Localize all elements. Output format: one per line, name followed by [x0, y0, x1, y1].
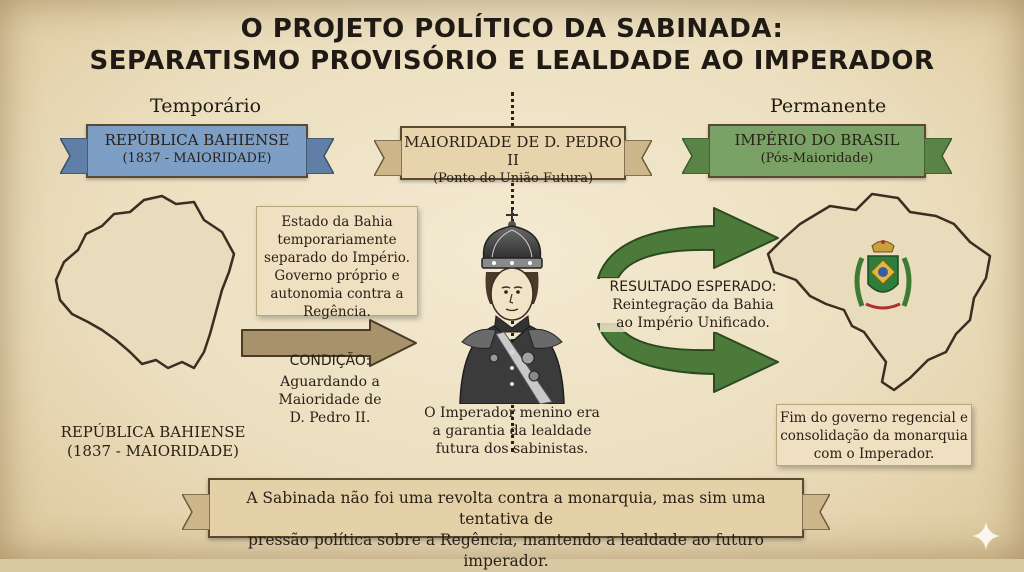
imperial-coat-of-arms-icon — [854, 240, 912, 310]
banner-subtitle: (Ponto de União Futura) — [432, 171, 594, 186]
ribbon-tail-left — [60, 138, 88, 174]
banner-republica-bahiense: REPÚBLICA BAHIENSE (1837 - MAIORIDADE) — [60, 124, 334, 178]
ribbon-tail-right — [802, 494, 830, 530]
result-line: ao Império Unificado. — [616, 315, 770, 331]
caption-line-2: (1837 - MAIORIDADE) — [67, 442, 239, 460]
left-map-caption: REPÚBLICA BAHIENSE (1837 - MAIORIDADE) — [48, 423, 258, 461]
bahia-note-line: Governo próprio e — [274, 268, 400, 284]
bottom-line-1: A Sabinada não foi uma revolta contra a … — [246, 489, 766, 528]
ribbon-tail-right — [306, 138, 334, 174]
arrow-right-icon — [241, 319, 417, 367]
condition-line: Maioridade de — [278, 392, 382, 408]
emperor-caption-line: O Imperador menino era — [424, 405, 600, 421]
end-note-line: consolidação da monarquia — [780, 428, 968, 444]
ribbon-tail-left — [374, 140, 402, 176]
label-temporary: Temporário — [150, 95, 262, 117]
result-block: RESULTADO ESPERADO: Reintegração da Bahi… — [600, 278, 786, 332]
bahia-map-icon — [54, 194, 236, 370]
ribbon-tail-left — [182, 494, 210, 530]
emperor-portrait-icon — [459, 210, 565, 404]
end-note-line: Fim do governo regencial e — [779, 410, 969, 426]
emperor-caption-line: a garantia da lealdade — [432, 423, 592, 439]
banner-subtitle: (1837 - MAIORIDADE) — [122, 151, 272, 166]
bahia-note-line: autonomia contra a — [270, 286, 404, 302]
condition-block: CONDIÇÃO: Aguardando a Maioridade de D. … — [262, 352, 398, 427]
emperor-caption-line: futura dos sabinistas. — [435, 441, 589, 457]
title-line-2: SEPARATISMO PROVISÓRIO E LEALDADE AO IMP… — [89, 46, 935, 76]
bahia-note-box: Estado da Bahia temporariamente separado… — [256, 206, 418, 320]
banner-title: IMPÉRIO DO BRASIL — [734, 131, 900, 149]
banner-title: MAIORIDADE DE D. PEDRO II — [404, 133, 622, 169]
bottom-conclusion-banner: A Sabinada não foi uma revolta contra a … — [182, 478, 830, 570]
condition-line: Aguardando a — [280, 374, 380, 390]
condition-line: D. Pedro II. — [289, 410, 371, 426]
condition-heading: CONDIÇÃO: — [289, 353, 371, 369]
bottom-line-2: pressão política sobre a Regência, mante… — [248, 531, 764, 570]
bahia-note-line: temporariamente — [277, 232, 397, 248]
end-note-box: Fim do governo regencial e consolidação … — [776, 404, 972, 466]
title-line-1: O PROJETO POLÍTICO DA SABINADA: — [240, 14, 784, 44]
banner-maioridade: MAIORIDADE DE D. PEDRO II (Ponto de Uniã… — [374, 126, 652, 186]
bahia-note-line: Regência. — [303, 304, 371, 320]
result-heading: RESULTADO ESPERADO: — [609, 279, 777, 295]
caption-line-1: REPÚBLICA BAHIENSE — [60, 423, 246, 441]
emperor-caption: O Imperador menino era a garantia da lea… — [414, 404, 610, 458]
curved-arrow-down-icon — [597, 323, 779, 393]
result-line: Reintegração da Bahia — [612, 297, 774, 313]
curved-arrow-up-icon — [597, 207, 779, 279]
banner-title: REPÚBLICA BAHIENSE — [104, 131, 290, 149]
ribbon-tail-right — [924, 138, 952, 174]
ribbon-tail-left — [682, 138, 710, 174]
sparkle-icon — [972, 522, 1000, 550]
end-note-line: com o Imperador. — [813, 446, 935, 462]
bahia-note-line: Estado da Bahia — [281, 214, 393, 230]
ribbon-tail-right — [624, 140, 652, 176]
label-permanent: Permanente — [770, 95, 887, 117]
bahia-note-line: separado do Império. — [264, 250, 410, 266]
banner-imperio-do-brasil: IMPÉRIO DO BRASIL (Pós-Maioridade) — [682, 124, 952, 178]
banner-subtitle: (Pós-Maioridade) — [760, 151, 874, 166]
